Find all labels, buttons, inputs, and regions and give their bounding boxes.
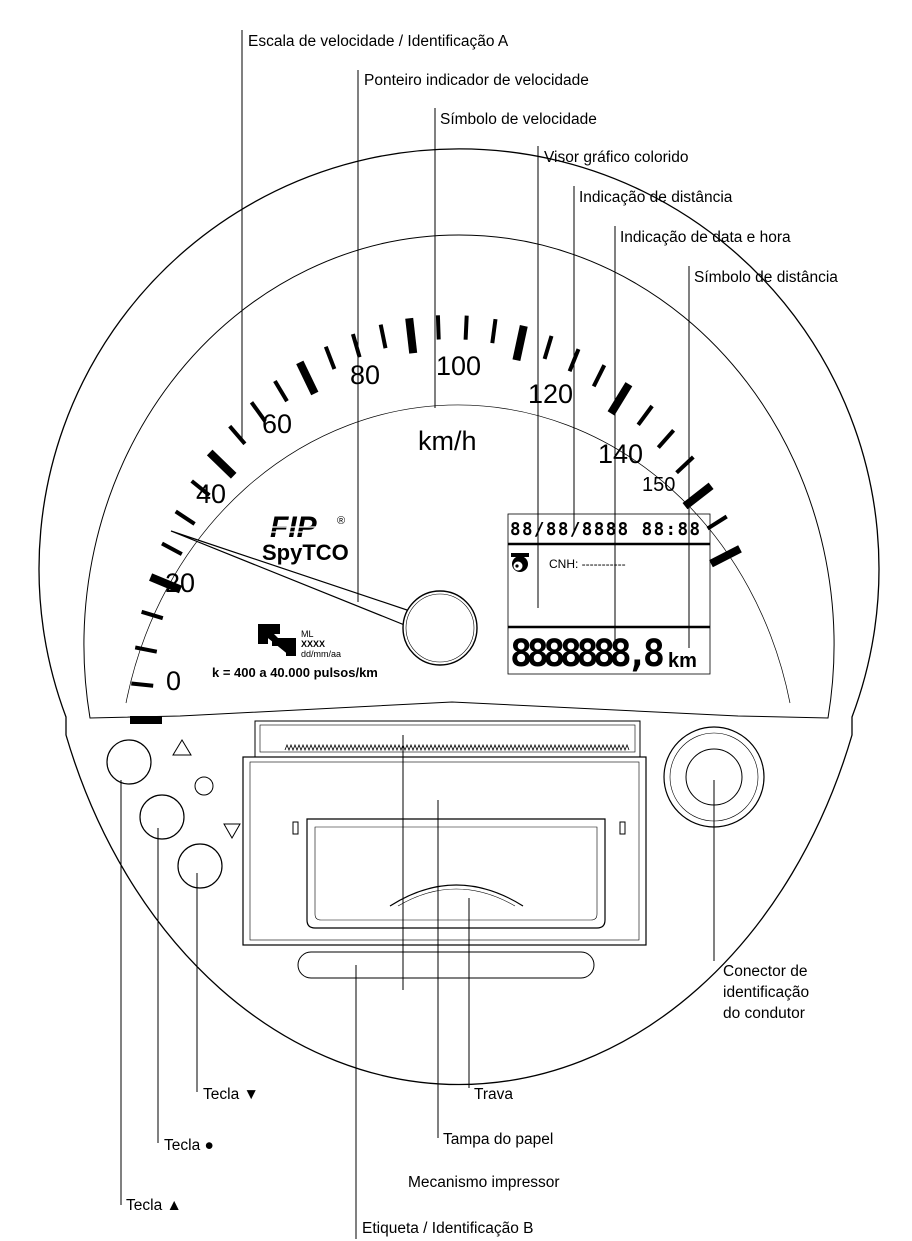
odometer-readout: 8888888,8 bbox=[510, 632, 665, 675]
key-down-button[interactable] bbox=[177, 843, 223, 889]
callout-visor: Visor gráfico colorido bbox=[544, 149, 688, 166]
callout-trava: Trava bbox=[474, 1086, 513, 1103]
k-constant-text: k = 400 a 40.000 pulsos/km bbox=[212, 665, 378, 680]
callout-mecanismo: Mecanismo impressor bbox=[408, 1174, 560, 1191]
callout-tecla-down: Tecla ▼ bbox=[203, 1086, 259, 1103]
scale-label-120: 120 bbox=[528, 379, 573, 409]
scale-tick-115 bbox=[591, 364, 607, 388]
callout-data-hora: Indicação de data e hora bbox=[620, 229, 791, 246]
cnh-label: CNH: ----------- bbox=[549, 557, 626, 571]
up-arrow-icon bbox=[172, 739, 192, 756]
callout-distancia: Indicação de distância bbox=[579, 189, 733, 206]
callout-ponteiro: Ponteiro indicador de velocidade bbox=[364, 72, 589, 89]
brand-logo: FIP ® SpyTCO bbox=[262, 511, 349, 565]
scale-tick-145 bbox=[706, 514, 728, 531]
scale-label-140: 140 bbox=[598, 439, 643, 469]
cover-window bbox=[306, 818, 606, 929]
scale-tick-135 bbox=[675, 455, 695, 475]
scale-tick-75 bbox=[378, 324, 388, 349]
key-dot-button[interactable] bbox=[139, 794, 185, 840]
callout-simbolo-distancia: Símbolo de distância bbox=[694, 269, 838, 286]
callout-simbolo-velocidade: Símbolo de velocidade bbox=[440, 111, 597, 128]
display-frame bbox=[507, 513, 711, 675]
label-plate bbox=[297, 951, 595, 979]
scale-tick-65 bbox=[323, 345, 337, 370]
inmetro-number: XXXX bbox=[301, 639, 325, 649]
driver-icon bbox=[511, 553, 529, 572]
gauge-face-outline bbox=[83, 234, 835, 719]
scale-label-60: 60 bbox=[262, 409, 292, 439]
scale-tick-30 bbox=[174, 509, 196, 526]
callout-conector-1: Conector de bbox=[723, 963, 807, 980]
callout-escala: Escala de velocidade / Identificação A bbox=[248, 33, 509, 50]
speed-unit-symbol: km/h bbox=[418, 426, 477, 456]
spytco-logo: SpyTCO bbox=[262, 540, 349, 565]
scale-tick-120 bbox=[607, 382, 633, 416]
callout-conector-2: identificação bbox=[723, 984, 809, 1001]
scale-label-0: 0 bbox=[166, 666, 181, 696]
scale-tick-70 bbox=[350, 333, 362, 358]
scale-tick-100 bbox=[512, 325, 528, 362]
right-slot bbox=[619, 821, 626, 835]
scale-tick-15 bbox=[141, 609, 164, 621]
scale-tick-95 bbox=[490, 318, 498, 344]
scale-tick-45 bbox=[228, 424, 247, 446]
printer-tear-edge bbox=[284, 743, 630, 752]
keypad bbox=[106, 739, 241, 889]
scale-label-80: 80 bbox=[350, 360, 380, 390]
key-up-button[interactable] bbox=[106, 739, 152, 785]
scale-tick-60 bbox=[296, 360, 319, 396]
callout-tecla-up: Tecla ▲ bbox=[126, 1197, 182, 1214]
scale-tick-20 bbox=[149, 573, 183, 594]
scale-tick-125 bbox=[636, 404, 654, 426]
needle-hub-inner bbox=[405, 593, 475, 663]
callout-labels: Escala de velocidade / Identificação A P… bbox=[126, 33, 838, 1237]
needle-hub bbox=[402, 590, 478, 666]
printer-module bbox=[242, 720, 647, 979]
scale-label-40: 40 bbox=[196, 479, 226, 509]
speed-scale-labels: 0 20 40 60 80 100 120 140 150 bbox=[165, 351, 675, 696]
scale-tick-5 bbox=[131, 681, 154, 688]
callout-tecla-dot: Tecla ● bbox=[164, 1137, 214, 1154]
scale-tick-40 bbox=[206, 449, 237, 479]
inmetro-date: dd/mm/aa bbox=[301, 649, 341, 659]
distance-unit-symbol: km bbox=[668, 650, 697, 672]
callout-etiqueta: Etiqueta / Identificação B bbox=[362, 1220, 533, 1237]
scale-label-150: 150 bbox=[642, 474, 675, 496]
left-slot bbox=[292, 821, 299, 835]
inmetro-mark: ML XXXX dd/mm/aa bbox=[258, 624, 341, 659]
scale-tick-150 bbox=[709, 545, 742, 568]
callout-conector-3: do condutor bbox=[723, 1005, 805, 1022]
scale-tick-10 bbox=[134, 645, 158, 654]
scale-tick-105 bbox=[542, 335, 554, 360]
down-arrow-icon bbox=[223, 823, 241, 840]
leader-lines bbox=[120, 30, 715, 1239]
scale-label-20: 20 bbox=[165, 568, 195, 598]
scale-label-100: 100 bbox=[436, 351, 481, 381]
printer-mechanism[interactable] bbox=[254, 720, 641, 758]
scale-tick-90 bbox=[463, 315, 469, 340]
speed-scale-ticks bbox=[130, 315, 742, 724]
scale-tick-80 bbox=[405, 317, 418, 354]
scale-tick-35 bbox=[190, 479, 211, 497]
registered-mark: ® bbox=[337, 515, 345, 527]
scale-tick-50 bbox=[249, 401, 267, 423]
scale-tick-85 bbox=[435, 315, 441, 340]
inmetro-ml: ML bbox=[301, 629, 314, 639]
scale-tick-25 bbox=[161, 541, 183, 556]
dot-indicator-icon bbox=[194, 776, 214, 796]
scale-tick-55 bbox=[273, 379, 289, 403]
scale-tick-130 bbox=[656, 428, 676, 449]
instrument-outer-body bbox=[38, 148, 880, 1086]
latch[interactable] bbox=[389, 884, 524, 907]
graphic-display: 88/88/8888 88:88 CNH: ----------- 888888… bbox=[507, 513, 711, 675]
callout-tampa: Tampa do papel bbox=[443, 1131, 553, 1148]
speed-needle bbox=[170, 530, 478, 666]
